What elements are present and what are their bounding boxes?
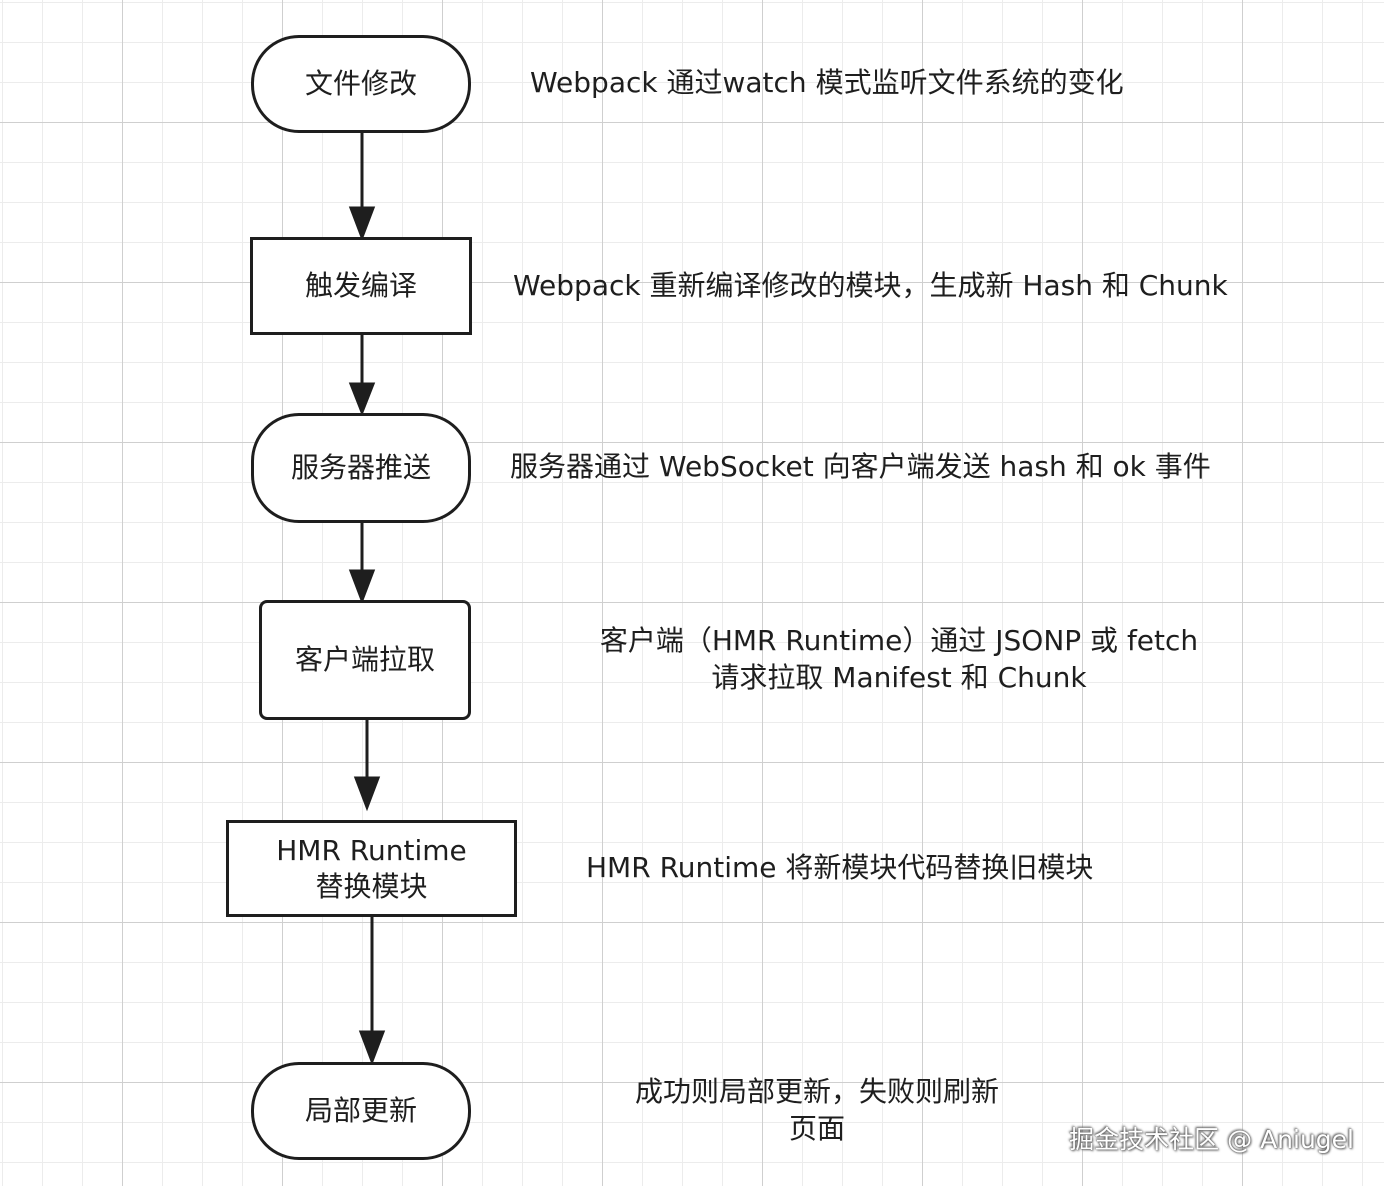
step-trigger-compile: 触发编译: [250, 237, 472, 335]
step-description-trigger-compile: Webpack 重新编译修改的模块，生成新 Hash 和 Chunk: [513, 269, 1228, 302]
watermark: 掘金技术社区 @ Aniugel: [1069, 1125, 1354, 1154]
step-client-fetch: 客户端拉取: [259, 600, 471, 720]
step-description-client-fetch: 客户端（HMR Runtime）通过 JSONP 或 fetch 请求拉取 Ma…: [599, 624, 1199, 694]
step-partial-update: 局部更新: [251, 1062, 471, 1160]
step-description-file-change: Webpack 通过watch 模式监听文件系统的变化: [530, 66, 1124, 99]
step-label: 客户端拉取: [294, 643, 435, 676]
step-label: 触发编译: [304, 269, 417, 302]
step-server-push: 服务器推送: [251, 413, 471, 523]
step-description-server-push: 服务器通过 WebSocket 向客户端发送 hash 和 ok 事件: [510, 450, 1211, 483]
step-label: 局部更新: [304, 1094, 417, 1127]
step-replace-module: HMR Runtime 替换模块: [226, 820, 517, 917]
step-label-line-2: 替换模块: [315, 869, 428, 903]
step-file-change: 文件修改: [251, 35, 471, 133]
step-label-line-1: HMR Runtime: [276, 833, 467, 867]
step-label: 文件修改: [304, 67, 417, 100]
step-description-replace-module: HMR Runtime 将新模块代码替换旧模块: [586, 851, 1094, 884]
step-description-partial-update: 成功则局部更新，失败则刷新 页面: [634, 1075, 999, 1145]
step-label: 服务器推送: [290, 451, 431, 484]
